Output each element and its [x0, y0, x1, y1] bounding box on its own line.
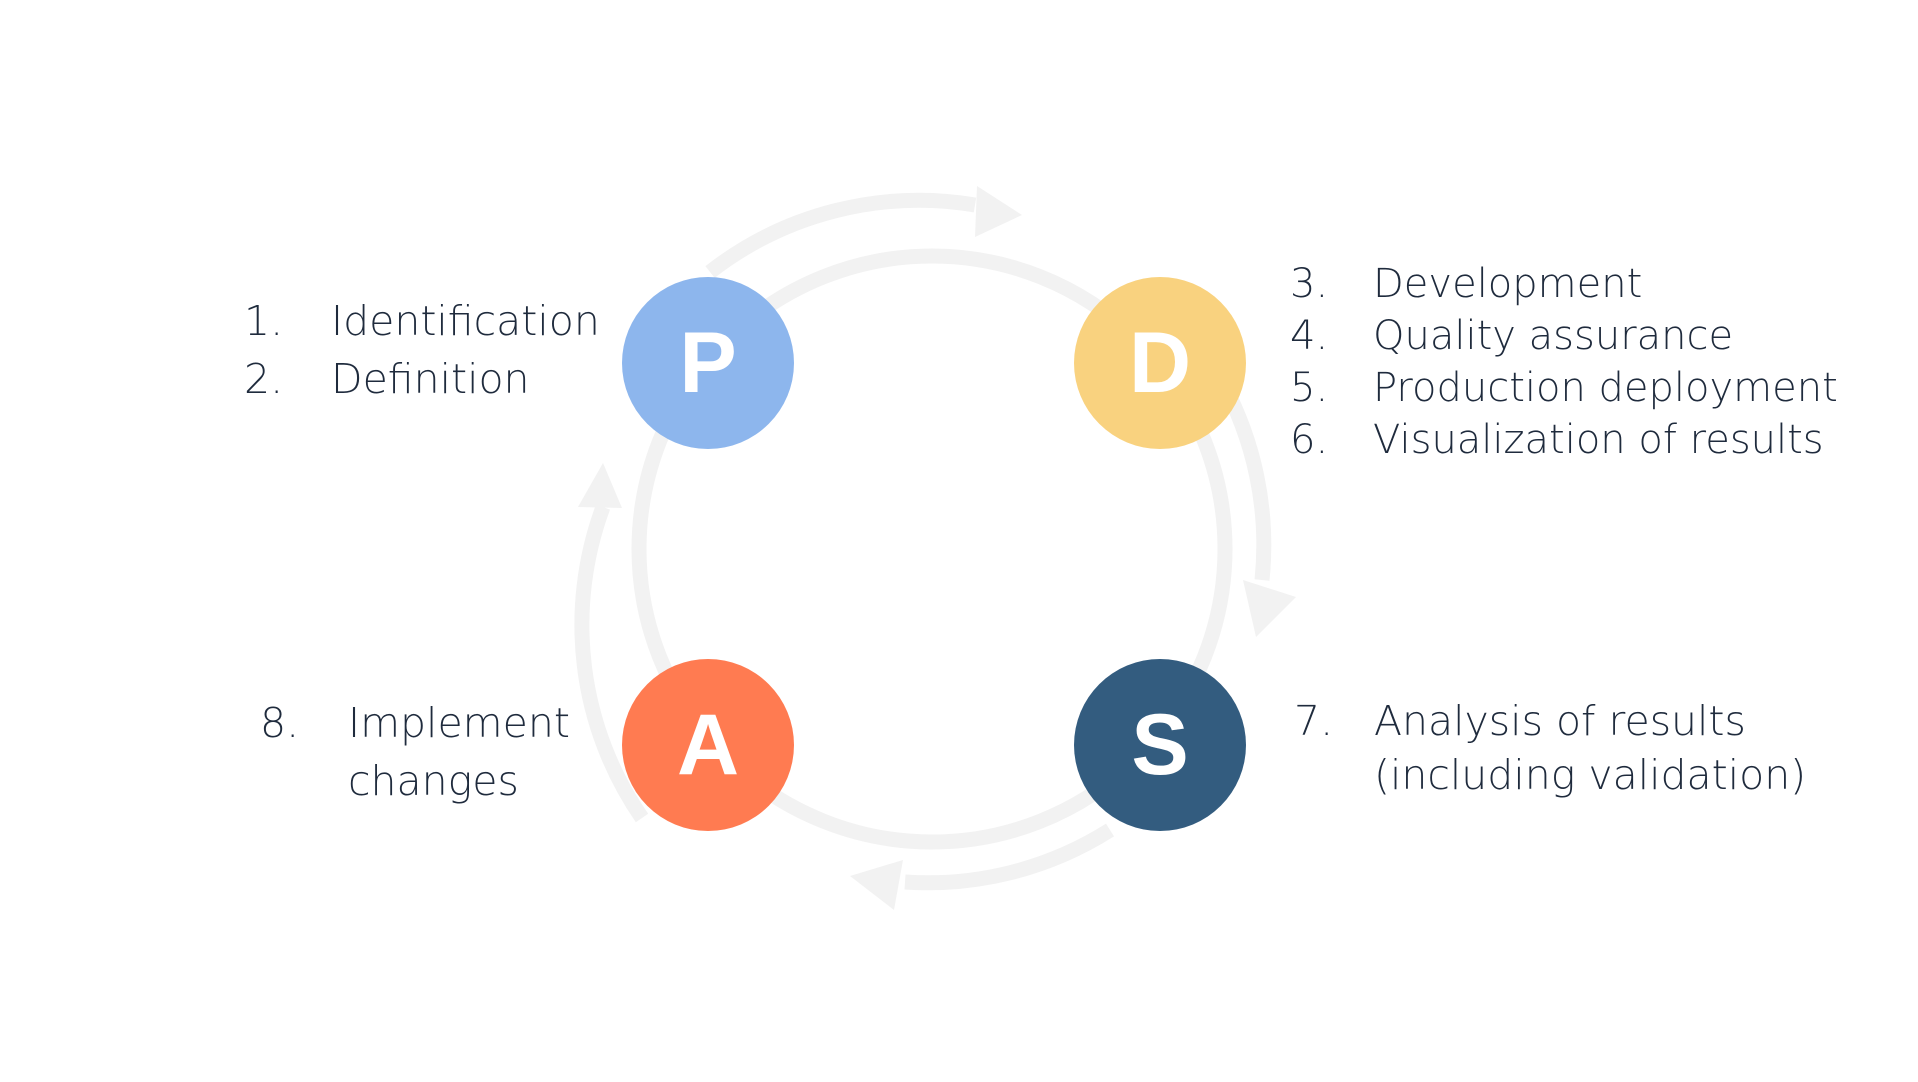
act-stage-letter: A [676, 697, 740, 793]
step-text: Development [1373, 261, 1643, 307]
arrowhead-top [975, 186, 1022, 237]
cycle-rings [574, 192, 1272, 891]
arrowhead-right [1243, 580, 1296, 637]
arrowhead-left [578, 463, 622, 508]
do-stage-circle: D [1074, 277, 1246, 449]
step-text: Analysis of results (including validatio… [1374, 697, 1807, 799]
plan-stage-letter: P [679, 315, 737, 411]
step-number: 1. [244, 297, 284, 345]
inner-ring [631, 248, 1233, 850]
arrow-arc-left [574, 504, 649, 823]
arrow-arc-bottom [904, 823, 1115, 891]
plan-steps-list: 1. Identification 2. Definition [244, 292, 600, 408]
step-item: 6. Visualization of results [1290, 414, 1838, 466]
cycle-arrowheads [578, 186, 1296, 910]
arrow-arc-top [705, 192, 977, 278]
do-steps-list: 3. Development 4. Quality assurance 5. P… [1290, 258, 1838, 466]
step-item: 2. Definition [244, 350, 600, 408]
step-number: 3. [1290, 261, 1329, 307]
study-stage-circle: S [1074, 659, 1246, 831]
study-steps-list: 7. Analysis of results (including valida… [1294, 694, 1806, 802]
step-number: 2. [244, 355, 284, 403]
step-text: Identification [331, 297, 600, 345]
step-text: Visualization of results [1373, 417, 1824, 463]
step-item: 4. Quality assurance [1290, 310, 1838, 362]
study-stage-letter: S [1131, 697, 1189, 793]
step-text: Definition [331, 355, 530, 403]
plan-stage-circle: P [622, 277, 794, 449]
do-stage-letter: D [1128, 315, 1192, 411]
step-item: 1. Identification [244, 292, 600, 350]
arrowhead-bottom [850, 860, 903, 910]
act-stage-circle: A [622, 659, 794, 831]
step-text: Implement changes [348, 699, 570, 805]
step-number: 4. [1290, 313, 1329, 359]
step-item: 5. Production deployment [1290, 362, 1838, 414]
step-number: 7. [1294, 697, 1334, 745]
step-item: 3. Development [1290, 258, 1838, 310]
act-steps-list: 8. Implement changes [260, 694, 570, 810]
step-number: 8. [260, 699, 300, 747]
step-item: 7. Analysis of results (including valida… [1294, 694, 1806, 802]
step-text: Production deployment [1373, 365, 1838, 411]
step-number: 6. [1290, 417, 1329, 463]
step-text: Quality assurance [1373, 313, 1734, 359]
step-number: 5. [1290, 365, 1329, 411]
step-item: 8. Implement changes [260, 694, 570, 810]
